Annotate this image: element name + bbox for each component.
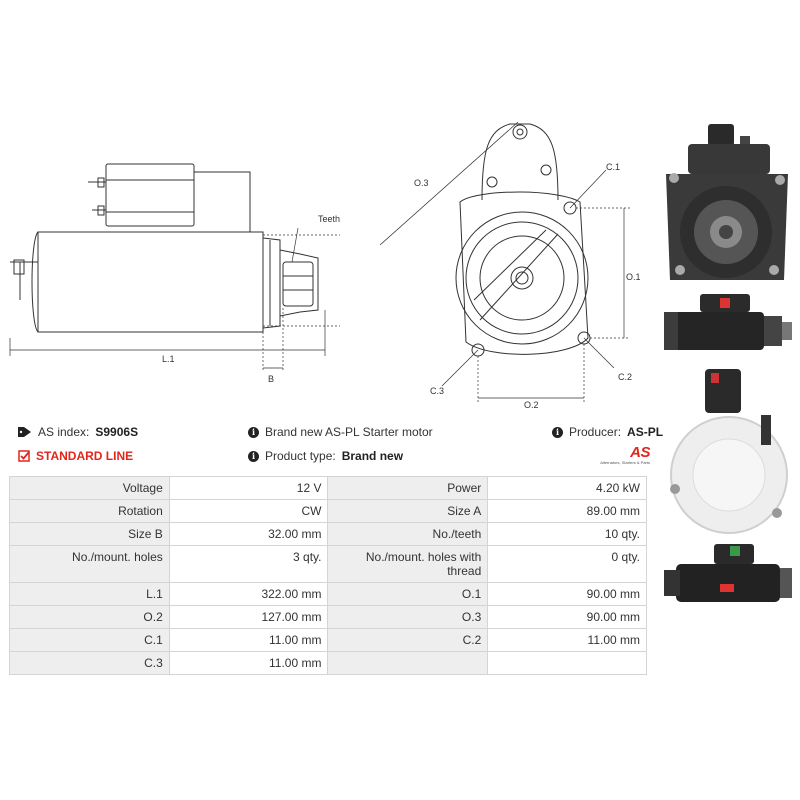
table-row: L.1 322.00 mm O.1 90.00 mm — [9, 582, 647, 606]
product-type-label: Product type: — [265, 449, 336, 463]
spec-value: 12 V — [168, 476, 329, 500]
front-view-diagram: O.3 C.1 O.1 C.2 C.3 O.2 — [379, 121, 641, 410]
spec-value: 89.00 mm — [487, 499, 647, 523]
producer-label: Producer: — [569, 425, 622, 439]
label-l1: L.1 — [162, 354, 175, 364]
spec-value: 90.00 mm — [487, 605, 647, 629]
spec-table: Voltage 12 V Power 4.20 kW Rotation CW S… — [9, 476, 647, 675]
side-view-diagram: Teeth A B L.1 — [9, 163, 340, 384]
tag-icon — [18, 427, 31, 437]
label-b: B — [268, 374, 274, 384]
pinion — [282, 261, 314, 307]
spec-key: C.2 — [327, 628, 489, 652]
as-index-label: AS index: — [38, 425, 90, 439]
spec-value: 11.00 mm — [168, 628, 329, 652]
table-row: Voltage 12 V Power 4.20 kW — [9, 476, 647, 500]
producer: i Producer: AS-PL — [552, 425, 663, 439]
spec-value: 11.00 mm — [168, 651, 329, 675]
spec-value: 11.00 mm — [487, 628, 647, 652]
as-pl-logo: AS Alternators, Starters & Parts — [585, 444, 650, 470]
spec-key: C.1 — [9, 628, 170, 652]
label-o2: O.2 — [524, 400, 539, 410]
spec-key: Size A — [327, 499, 489, 523]
logo-mark: AS — [630, 444, 650, 461]
spec-key: O.1 — [327, 582, 489, 606]
spec-key: Size B — [9, 522, 170, 546]
table-row: No./mount. holes 3 qty. No./mount. holes… — [9, 545, 647, 583]
product-type-value: Brand new — [341, 449, 404, 463]
spec-value: 322.00 mm — [168, 582, 329, 606]
label-c3: C.3 — [430, 386, 444, 396]
spec-key: Rotation — [9, 499, 170, 523]
label-c2: C.2 — [618, 372, 632, 382]
product-type: i Product type: Brand new — [248, 449, 403, 463]
spec-key: O.3 — [327, 605, 489, 629]
product-photo-front — [666, 124, 788, 280]
spec-key: Voltage — [9, 476, 170, 500]
spec-value: 4.20 kW — [487, 476, 647, 500]
spec-value: 0 qty. — [487, 545, 647, 583]
logo-tagline: Alternators, Starters & Parts — [600, 460, 650, 465]
as-index: AS index: S9906S — [18, 425, 138, 439]
spec-value: CW — [168, 499, 329, 523]
table-row: C.1 11.00 mm C.2 11.00 mm — [9, 628, 647, 652]
spec-key: O.2 — [9, 605, 170, 629]
producer-value: AS-PL — [627, 425, 664, 439]
label-o3: O.3 — [414, 178, 429, 188]
spec-key — [327, 651, 489, 675]
spec-value: 32.00 mm — [168, 522, 329, 546]
product-photo-angle — [664, 544, 792, 602]
spec-value: 10 qty. — [487, 522, 647, 546]
standard-line: STANDARD LINE — [18, 449, 133, 463]
table-row: Rotation CW Size A 89.00 mm — [9, 499, 647, 523]
spec-key: L.1 — [9, 582, 170, 606]
spec-key: Power — [327, 476, 489, 500]
housing-outer — [455, 211, 589, 345]
product-photo-rear — [670, 369, 788, 534]
product-photo-side — [664, 294, 792, 350]
info-circle-icon: i — [248, 450, 259, 462]
info-circle-icon: i — [248, 426, 259, 438]
flange-top — [481, 123, 559, 201]
table-row: O.2 127.00 mm O.3 90.00 mm — [9, 605, 647, 629]
spec-value — [487, 651, 647, 675]
spec-key: No./mount. holes with thread — [327, 545, 489, 583]
label-teeth: Teeth — [318, 214, 340, 224]
table-row: C.3 11.00 mm — [9, 651, 647, 675]
solenoid — [105, 163, 195, 227]
checkbox-icon — [18, 450, 30, 462]
table-row: Size B 32.00 mm No./teeth 10 qty. — [9, 522, 647, 546]
label-c1: C.1 — [606, 162, 620, 172]
standard-line-label: STANDARD LINE — [36, 449, 134, 463]
spec-value: 127.00 mm — [168, 605, 329, 629]
spec-key: No./mount. holes — [9, 545, 170, 583]
spec-value: 3 qty. — [168, 545, 329, 583]
as-index-value: S9906S — [95, 425, 139, 439]
brand-new-text: Brand new AS-PL Starter motor — [265, 425, 433, 439]
brand-new-info: i Brand new AS-PL Starter motor — [248, 425, 433, 439]
spec-key: C.3 — [9, 651, 170, 675]
spec-value: 90.00 mm — [487, 582, 647, 606]
flange-body — [459, 191, 589, 355]
spec-key: No./teeth — [327, 522, 489, 546]
info-circle-icon: i — [552, 426, 563, 438]
motor-body — [37, 231, 264, 333]
label-o1: O.1 — [626, 272, 641, 282]
